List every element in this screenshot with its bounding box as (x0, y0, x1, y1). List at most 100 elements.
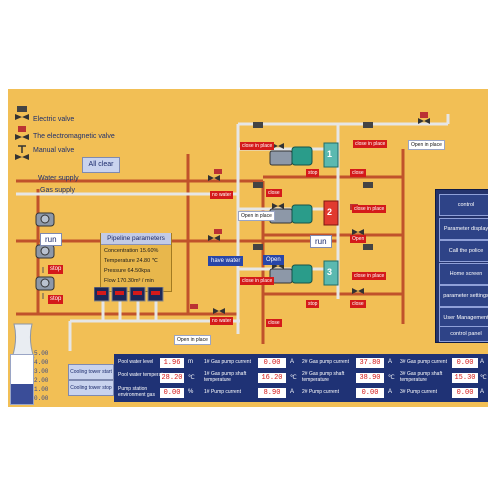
pool-water-level-label: Pool water level (118, 359, 154, 365)
temperature-readout: Temperature 24.80 ℃ (104, 258, 158, 264)
electric-valve-icon (253, 182, 263, 188)
nav-home-screen-button[interactable]: Home screen (439, 263, 488, 285)
gas-pump-2-current-label: 2# Gas pump current (302, 359, 349, 365)
cooling-tower-stop-button[interactable]: Cooling tower stop (68, 380, 114, 396)
valve-status-close-in-place: close in place (352, 205, 387, 213)
gas-pump-3-shaft-temperature-label: 3# Gas pump shaft temperature (400, 371, 443, 383)
gas-pump-2-open-label: Open (350, 235, 367, 243)
pump-2-current-label: 2# Pump current (302, 389, 339, 395)
pipeline-parameters-title: Pipeline parameters (101, 233, 171, 245)
scada-canvas: Electric valve The electromagnetic valve… (8, 89, 488, 407)
instrument-row (94, 287, 164, 302)
unit-a: A (290, 359, 295, 365)
valve-open-label: Open (263, 255, 284, 265)
cooling-tower-start-button[interactable]: Cooling tower start (68, 364, 114, 380)
water-status-label: have water (208, 256, 244, 266)
gas-pump-1-shaft-temperature-value: 16.20 (258, 373, 286, 383)
concentration-readout: Concentration 15.60% (104, 248, 159, 254)
gas-pump-3-stop-label: stop (306, 300, 320, 308)
solenoid-valve-icon (214, 229, 222, 234)
gas-pump-1-stop-label: stop (306, 169, 320, 177)
tank-tick: 2.00 (34, 377, 49, 384)
nav-parameter-display-button[interactable]: Parameter display (439, 218, 488, 240)
electric-valve-icon (15, 106, 29, 120)
water-pump-icon (35, 212, 55, 227)
pump-station-environment-gas-label: Pump station environment gas (118, 386, 155, 398)
unit-c: ℃ (290, 375, 297, 381)
gas-pump-3-icon (269, 260, 339, 286)
electric-valve-icon (363, 122, 373, 128)
electric-valve-icon (363, 244, 373, 250)
valve-status-close-in-place: close in place (352, 272, 387, 280)
tank-tick: 4.00 (34, 359, 49, 366)
electric-valve-icon (253, 244, 263, 250)
gas-pump-2-number: 2 (327, 207, 333, 217)
unit-a: A (388, 389, 393, 395)
gas-pump-1-close-label: close (350, 169, 366, 177)
unit-a: A (480, 359, 485, 365)
valve-icon (208, 235, 220, 241)
nav-call-police-button[interactable]: Call the police (439, 240, 488, 262)
legend-electromagnetic-valve: The electromagnetic valve (33, 133, 115, 140)
left-pump-run-label: run (40, 233, 62, 246)
pump-station-environment-gas-unit: % (188, 389, 194, 395)
left-pumps (35, 212, 55, 291)
electric-valve-icon (363, 182, 373, 188)
gas-pump-1-number: 1 (327, 149, 333, 159)
legend-manual-valve: Manual valve (33, 147, 75, 154)
pump-3-current-label: 3# Pump current (400, 389, 437, 395)
gas-pump-1-current-label: 1# Gas pump current (204, 359, 251, 365)
status-bar: Pool water level 1.96 m Pool water tempe… (114, 354, 488, 402)
solenoid-valve-icon (420, 112, 428, 118)
valve-icon (272, 203, 284, 209)
pump-2-current-value: 0.00 (356, 388, 384, 398)
water-pump-icon (35, 276, 55, 291)
valve-close-label: close (266, 319, 282, 327)
nav-control-panel-button[interactable]: control panel (439, 326, 488, 342)
valve-icon (208, 175, 220, 181)
water-status-label: no water (210, 317, 234, 325)
gas-pump-3-close-label: close (350, 300, 366, 308)
water-supply-label: Water supply (38, 175, 79, 182)
flow-readout: Flow 170.30m³ / min (104, 278, 154, 284)
gas-pump-2-shaft-temperature-label: 2# Gas pump shaft temperature (302, 371, 345, 383)
gas-pump-1-icon (269, 142, 339, 168)
pool-water-temperature-unit: ℃ (188, 375, 195, 381)
electric-valve-icon (253, 122, 263, 128)
left-pump-stop-label: stop (48, 265, 64, 274)
left-pump-stop-label: stop (48, 295, 64, 304)
unit-a: A (480, 389, 485, 395)
valve-status-open-in-place: Open in place (238, 211, 275, 221)
tank-tick: 1.00 (34, 386, 49, 393)
valve-icon (352, 288, 364, 294)
gas-pump-3-number: 3 (327, 267, 333, 277)
solenoid-valve-icon (214, 169, 222, 174)
manual-valve-icon (15, 145, 29, 160)
valve-status-close-in-place: close in place (353, 140, 388, 148)
pool-water-level-unit: m (188, 359, 193, 365)
pipeline-parameters-panel: Pipeline parameters Concentration 15.60%… (100, 233, 172, 292)
valve-status-close-in-place: close in place (240, 277, 275, 285)
water-pump-icon (35, 244, 55, 259)
all-clear-button[interactable]: All clear (82, 157, 120, 173)
pump-1-current-label: 1# Pump current (204, 389, 241, 395)
water-tank-fill (11, 384, 33, 404)
gas-pump-2-icon (269, 200, 339, 226)
unit-a: A (290, 389, 295, 395)
valve-status-open-in-place: Open in place (408, 140, 445, 150)
nav-control-button[interactable]: control (439, 194, 488, 216)
nav-parameter-settings-button[interactable]: parameter settings (439, 285, 488, 307)
pump-3-current-value: 0.00 (452, 388, 478, 398)
valve-close-label: close (266, 189, 282, 197)
valve-legend-icons (15, 106, 29, 160)
tank-tick: 0.00 (34, 395, 49, 402)
electromagnetic-valve-icon (15, 126, 29, 140)
gas-pump-2-shaft-temperature-value: 38.90 (356, 373, 384, 383)
gas-pumps (269, 142, 339, 286)
tank-tick: 3.00 (34, 368, 49, 375)
gas-pump-3-current-value: 0.00 (452, 358, 478, 368)
water-status-label: no water (210, 191, 234, 199)
valve-icon (352, 229, 364, 235)
gas-pump-1-shaft-temperature-label: 1# Gas pump shaft temperature (204, 371, 247, 383)
gas-pump-3-current-label: 3# Gas pump current (400, 359, 447, 365)
